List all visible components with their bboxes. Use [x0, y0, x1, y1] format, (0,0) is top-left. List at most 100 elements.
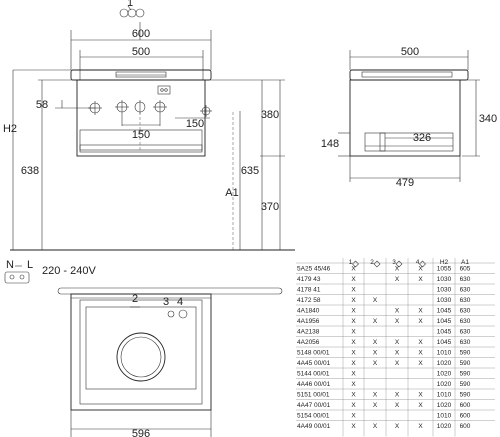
table-cell: 1020 — [437, 423, 452, 430]
table-cell: X — [395, 402, 400, 409]
table-cell: 1055 — [437, 266, 452, 273]
table-cell: X — [373, 297, 378, 304]
table-cell: 1010 — [437, 350, 452, 357]
plan-view: 2 3 4 596 — [57, 287, 283, 437]
table-cell: X — [351, 329, 356, 336]
dim-150-b-label: 150 — [186, 118, 204, 130]
table-header-6: A1 — [461, 259, 469, 266]
table-cell: X — [373, 360, 378, 367]
table-cell: X — [351, 308, 356, 315]
callout-2-label: 2 — [132, 293, 138, 305]
table-cell: 1010 — [437, 392, 452, 399]
table-cell: X — [418, 276, 423, 283]
table-cell: 4A46 00/01 — [297, 381, 331, 388]
table-header-3: 3 — [392, 259, 396, 266]
table-cell: X — [418, 339, 423, 346]
table-cell: 4178 41 — [297, 287, 321, 294]
table-cell: 630 — [460, 287, 471, 294]
pipe-connections — [88, 100, 212, 117]
table-cell: X — [351, 266, 356, 273]
plug-n-label: N — [6, 259, 14, 271]
table-cell: 1020 — [437, 371, 452, 378]
table-cell: X — [351, 287, 356, 294]
table-cell: 4A47 00/01 — [297, 402, 331, 409]
table-cell: 5144 00/01 — [297, 371, 330, 378]
table-cell: 1045 — [437, 339, 452, 346]
table-cell: X — [395, 350, 400, 357]
table-cell: 5148 00/01 — [297, 350, 330, 357]
table-cell: X — [351, 392, 356, 399]
table-cell: X — [351, 381, 356, 388]
table-cell: X — [418, 266, 423, 273]
table-cell: X — [395, 339, 400, 346]
table-cell: 590 — [460, 371, 471, 378]
table-cell: X — [418, 308, 423, 315]
table-header-2: 2 — [370, 259, 374, 266]
callout-4-label: 4 — [177, 296, 183, 308]
basin-bowl — [116, 332, 166, 382]
table-cell: 1030 — [437, 297, 452, 304]
dim-380-label: 380 — [261, 109, 279, 121]
table-cell: X — [373, 392, 378, 399]
side-dim-479-label: 479 — [396, 177, 414, 189]
table-cell: X — [351, 360, 356, 367]
table-cell: X — [418, 360, 423, 367]
table-cell: X — [351, 339, 356, 346]
table-cell: X — [418, 350, 423, 357]
callout-3-label: 3 — [163, 296, 169, 308]
table-cell: 590 — [460, 360, 471, 367]
dim-h2-label: H2 — [3, 123, 17, 135]
table-cell: X — [395, 318, 400, 325]
side-dim-500-label: 500 — [401, 46, 419, 58]
table-cell: 1045 — [437, 308, 452, 315]
dim-a1-label: A1 — [225, 187, 238, 199]
table-cell: 630 — [460, 329, 471, 336]
dim-370-label: 370 — [261, 201, 279, 213]
dim-58: 58 — [36, 99, 95, 111]
table-cell: X — [395, 423, 400, 430]
table-cell: X — [418, 392, 423, 399]
table-cell: X — [351, 371, 356, 378]
table-cell: X — [373, 402, 378, 409]
side-view: 500 340 326 148 479 — [321, 46, 497, 189]
table-cell: 630 — [460, 318, 471, 325]
plan-dim-596-label: 596 — [132, 428, 150, 437]
side-cabinet — [349, 79, 461, 157]
table-cell: X — [418, 423, 423, 430]
power-plug: N L 220 - 240V — [4, 259, 96, 284]
side-countertop — [349, 69, 469, 81]
dim-150-a-label: 150 — [132, 129, 150, 141]
table-cell: 4A2056 — [297, 339, 320, 346]
table-cell: 1030 — [437, 287, 452, 294]
table-cell: 600 — [460, 423, 471, 430]
table-cell: X — [351, 413, 356, 420]
dim-500: 500 — [79, 46, 204, 80]
table-cell: X — [373, 318, 378, 325]
table-cell: 1010 — [437, 413, 452, 420]
left-dims: H2 638 — [3, 69, 77, 250]
table-cell: X — [418, 402, 423, 409]
dim-600: 600 — [70, 22, 212, 70]
vertical-dims: 380 370 635 A1 — [205, 79, 285, 250]
table-cell: X — [351, 350, 356, 357]
table-cell: 5151 00/01 — [297, 392, 330, 399]
dim-600-label: 600 — [132, 28, 150, 40]
table-cell: 590 — [460, 392, 471, 399]
front-view: 1 600 500 — [3, 0, 295, 251]
table-cell: 590 — [460, 381, 471, 388]
side-dim-326-label: 326 — [413, 132, 431, 144]
tap-callout-symbol: 1 — [119, 0, 145, 18]
table-cell: 630 — [460, 297, 471, 304]
table-cell: 4A2138 — [297, 329, 320, 336]
table-cell: X — [395, 308, 400, 315]
table-cell: X — [351, 318, 356, 325]
table-cell: X — [395, 266, 400, 273]
dim-638-label: 638 — [21, 165, 39, 177]
dim-150-pair: 150 150 — [121, 114, 210, 141]
table-cell: 1045 — [437, 329, 452, 336]
callout-1-label: 1 — [127, 0, 133, 9]
table-header-1: 1 — [349, 259, 353, 266]
plug-l-label: L — [27, 259, 33, 271]
